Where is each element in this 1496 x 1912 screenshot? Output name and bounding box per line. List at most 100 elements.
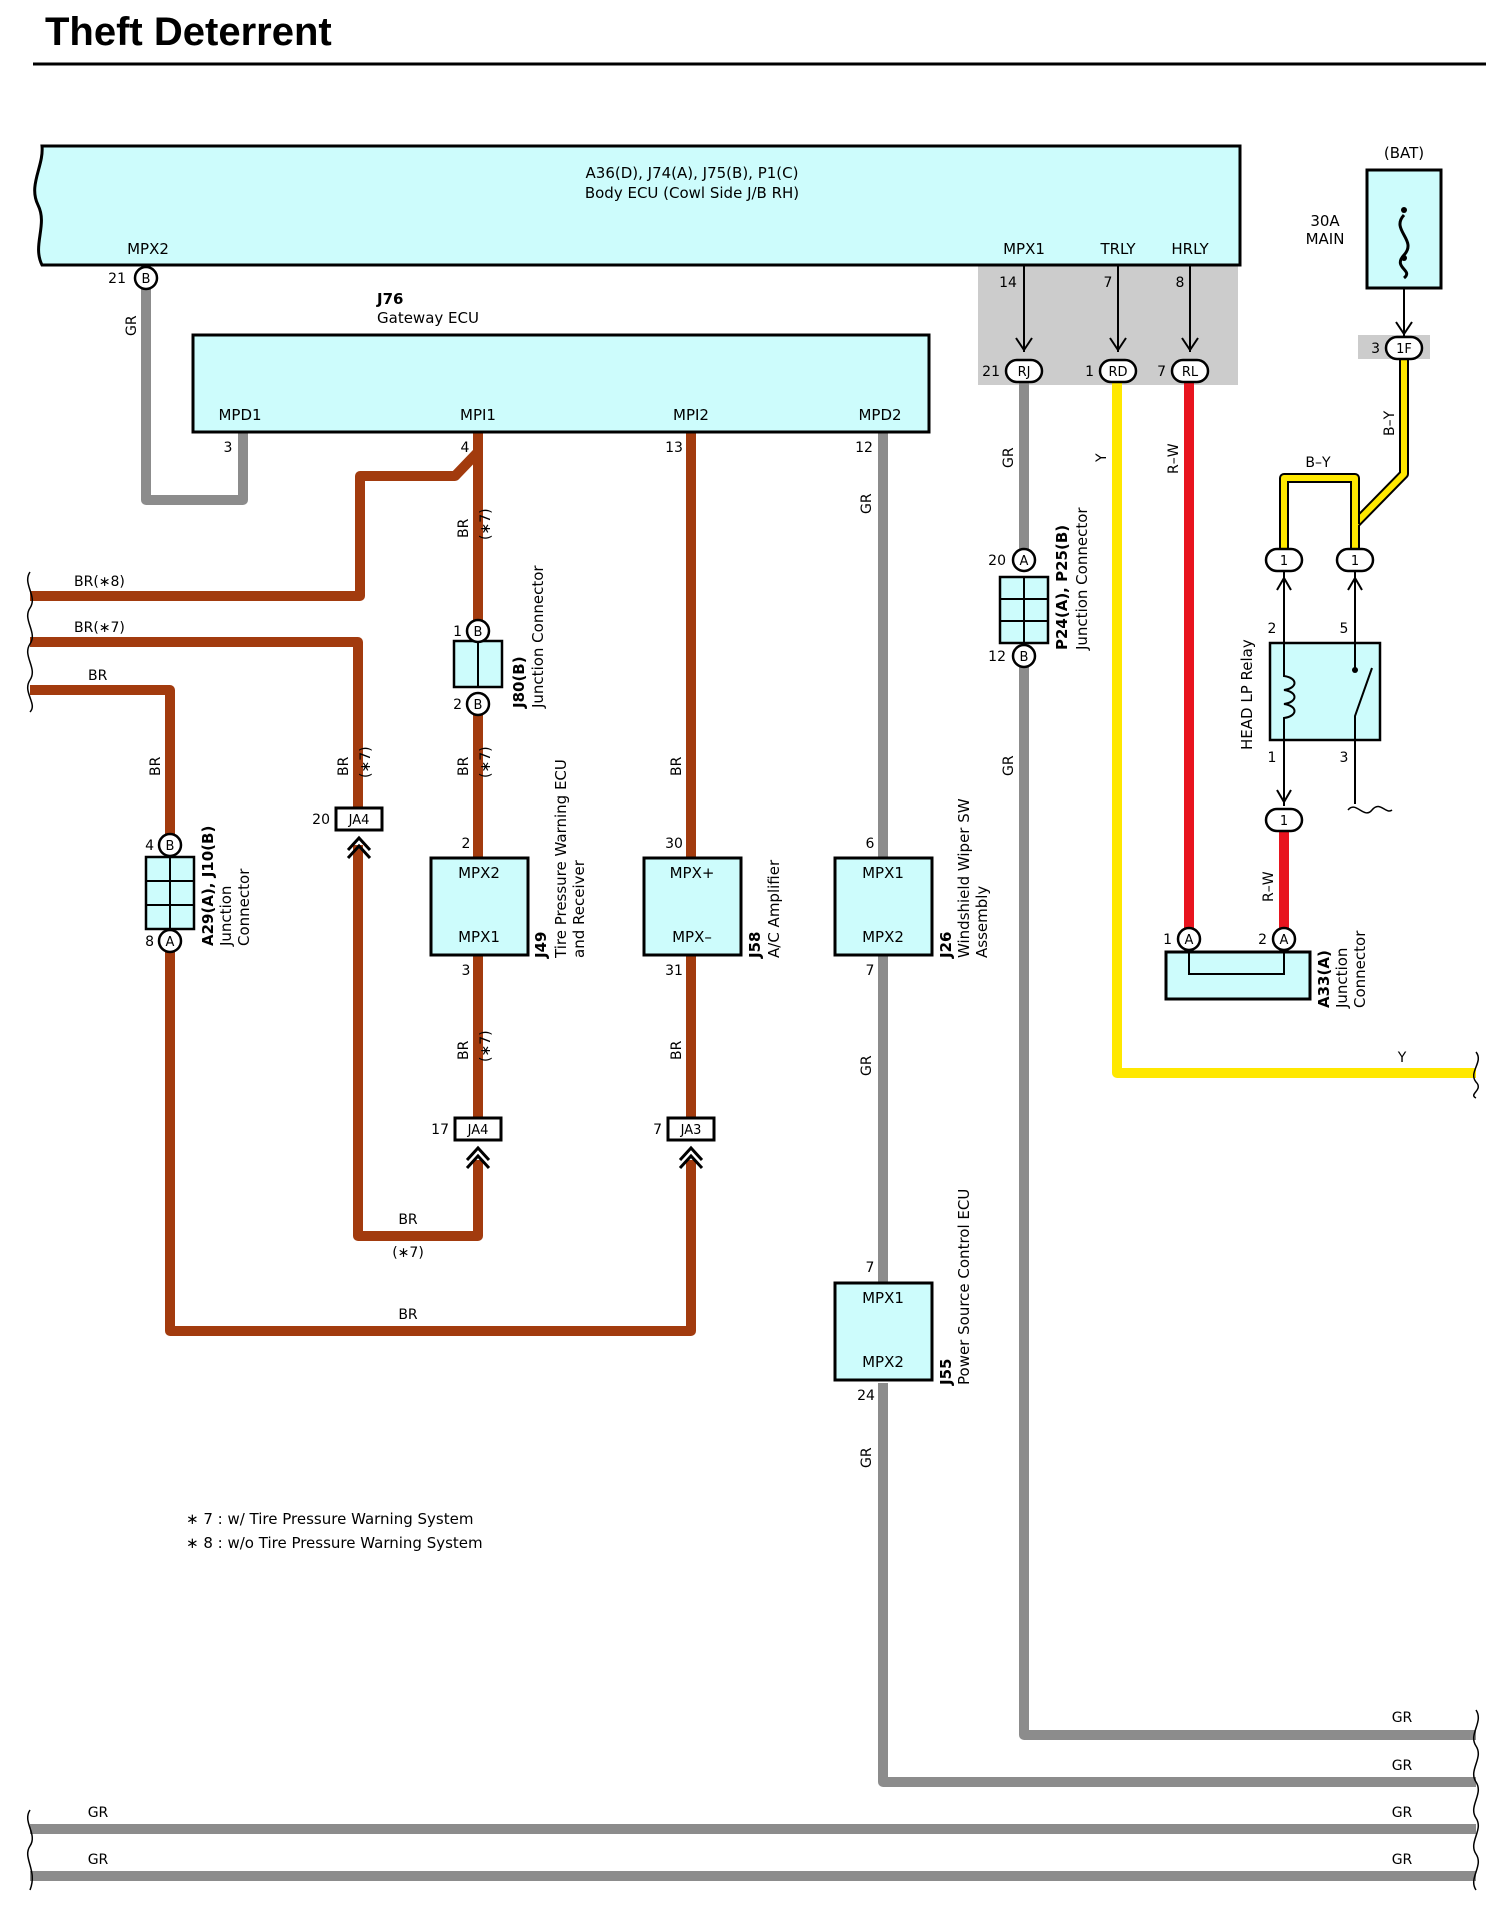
fuse-terminal-top bbox=[1401, 207, 1407, 213]
wire-br-a29-ja3 bbox=[165, 945, 696, 1336]
wire-label-note7: (∗7) bbox=[478, 1030, 494, 1062]
a29-pin-number-8: 8 bbox=[145, 934, 154, 950]
wire-label-by: B–Y bbox=[1305, 455, 1331, 471]
j49-pin-3: 3 bbox=[462, 963, 471, 979]
a33-name-1: Junction bbox=[1333, 948, 1351, 1009]
a33-pin-1 bbox=[1176, 926, 1202, 952]
svg-text:1: 1 bbox=[1351, 554, 1359, 569]
gateway-ecu-name: Gateway ECU bbox=[377, 309, 479, 327]
j55-box bbox=[833, 1281, 934, 1382]
connector-rl: RL bbox=[1170, 358, 1210, 384]
wire-label-rw: R–W bbox=[1261, 871, 1277, 902]
j58-box bbox=[642, 856, 743, 957]
body-ecu-box bbox=[33, 144, 1242, 267]
wire-label-gr: GR bbox=[1392, 1852, 1413, 1868]
gateway-pin-4: 4 bbox=[461, 440, 470, 456]
body-ecu-term-trly: TRLY bbox=[1099, 240, 1136, 258]
connector-rd-pin: 1 bbox=[1085, 364, 1094, 380]
j49-box bbox=[429, 856, 530, 957]
wire-label-by: B–Y bbox=[1382, 410, 1398, 436]
wire-label-gr: GR bbox=[859, 1447, 875, 1468]
svg-text:1F: 1F bbox=[1396, 342, 1412, 357]
j80-pin-1 bbox=[465, 618, 491, 644]
a29-name-1: Junction bbox=[217, 886, 235, 947]
wire-label-br: BR bbox=[456, 1040, 472, 1060]
relay-switch-contact bbox=[1352, 667, 1358, 673]
a29-pin-a-label: A bbox=[166, 935, 175, 950]
wire-label-br: BR bbox=[398, 1212, 418, 1228]
wire-label-rw: R–W bbox=[1166, 443, 1182, 474]
wire-gr-mpx2-mpd1 bbox=[141, 288, 248, 505]
relay-name: HEAD LP Relay bbox=[1238, 639, 1256, 750]
body-ecu-code: A36(D), J74(A), J75(B), P1(C) bbox=[586, 164, 799, 182]
j55-name: Power Source Control ECU bbox=[955, 1189, 973, 1385]
relay-pin-2: 2 bbox=[1268, 621, 1277, 637]
wire-label-br8: BR(∗8) bbox=[74, 574, 125, 590]
note-8: ∗ 8 : w/o Tire Pressure Warning System bbox=[186, 1534, 483, 1552]
page-title: Theft Deterrent bbox=[45, 10, 332, 54]
body-ecu-connector-b-label: B bbox=[142, 272, 151, 287]
wire-label-gr: GR bbox=[859, 1055, 875, 1076]
wire-label-gr: GR bbox=[1001, 447, 1017, 468]
p24-name: Junction Connector bbox=[1073, 507, 1091, 651]
j49-term-mpx2: MPX2 bbox=[458, 864, 500, 882]
wire-label-note7: (∗7) bbox=[478, 746, 494, 778]
wire-y bbox=[1112, 380, 1476, 1078]
j49-pin-2: 2 bbox=[462, 836, 471, 852]
relay-switch-icon bbox=[1354, 643, 1373, 740]
wire-label-gr: GR bbox=[124, 315, 140, 336]
j26-name-1: Windshield Wiper SW bbox=[955, 798, 973, 958]
j80-name: Junction Connector bbox=[529, 565, 547, 709]
p24-code: P24(A), P25(B) bbox=[1053, 525, 1071, 650]
j55-pin-24: 24 bbox=[857, 1388, 875, 1404]
wire-label-br: BR bbox=[148, 756, 164, 776]
j80-pin-2 bbox=[465, 691, 491, 717]
relay-arrows bbox=[1276, 572, 1363, 806]
wire-gr-j55 bbox=[878, 1383, 1476, 1787]
j58-code: J58 bbox=[746, 932, 764, 959]
wire-label-br: BR bbox=[398, 1307, 418, 1323]
j55-code: J55 bbox=[937, 1359, 955, 1386]
gateway-pin-13: 13 bbox=[665, 440, 683, 456]
j26-box bbox=[833, 856, 934, 957]
j49-name-1: Tire Pressure Warning ECU bbox=[552, 759, 570, 959]
connector-ja3-pin: 7 bbox=[653, 1122, 662, 1138]
gateway-term-mpd2: MPD2 bbox=[858, 406, 901, 424]
j26-code: J26 bbox=[937, 932, 955, 959]
wire-label-br: BR bbox=[336, 756, 352, 776]
fuse-icon bbox=[1398, 213, 1410, 280]
wire-by bbox=[1279, 358, 1409, 555]
wire-br-7 bbox=[30, 637, 363, 807]
a29-name-2: Connector bbox=[235, 868, 253, 946]
wire-br-ja4-loop bbox=[353, 845, 483, 1241]
a33-code: A33(A) bbox=[1315, 950, 1333, 1008]
connector-1f-pin: 3 bbox=[1371, 341, 1380, 357]
p24-pin-number-20: 20 bbox=[988, 553, 1006, 569]
relay-pin-3: 3 bbox=[1340, 750, 1349, 766]
body-ecu-pin-7: 7 bbox=[1104, 275, 1113, 291]
j26-term-mpx2: MPX2 bbox=[862, 928, 904, 946]
body-ecu-connector-b bbox=[133, 265, 159, 291]
svg-text:JA4: JA4 bbox=[348, 813, 370, 828]
connector-ja4-bottom-pin: 17 bbox=[431, 1122, 449, 1138]
j80-pin-number-2: 2 bbox=[453, 697, 462, 713]
j26-term-mpx1: MPX1 bbox=[862, 864, 904, 882]
j49-term-mpx1: MPX1 bbox=[458, 928, 500, 946]
a33-pin-number-2: 2 bbox=[1258, 932, 1267, 948]
wire-br-a29 bbox=[30, 685, 175, 838]
svg-text:RJ: RJ bbox=[1018, 365, 1031, 380]
wire-label-gr: GR bbox=[1392, 1805, 1413, 1821]
a33-pin-2-label: A bbox=[1280, 933, 1289, 948]
wire-label-note7: (∗7) bbox=[478, 508, 494, 540]
gateway-ecu-code: J76 bbox=[376, 290, 403, 308]
svg-text:RL: RL bbox=[1182, 365, 1199, 380]
fuse-arrow bbox=[1395, 321, 1413, 336]
p24-pin-b-label: B bbox=[1020, 650, 1029, 665]
fuse-terminal-bottom bbox=[1401, 255, 1407, 261]
a33-name-2: Connector bbox=[1351, 930, 1369, 1008]
j80-pin-2-label: B bbox=[474, 698, 483, 713]
a29-pin-b bbox=[157, 832, 183, 858]
connector-rl-pin: 7 bbox=[1157, 364, 1166, 380]
wire-gr-p24 bbox=[1019, 658, 1476, 1740]
wire-labels: GR GR GR GR GR GR GR GR GR GR GR GR BR(∗… bbox=[74, 315, 1413, 1868]
